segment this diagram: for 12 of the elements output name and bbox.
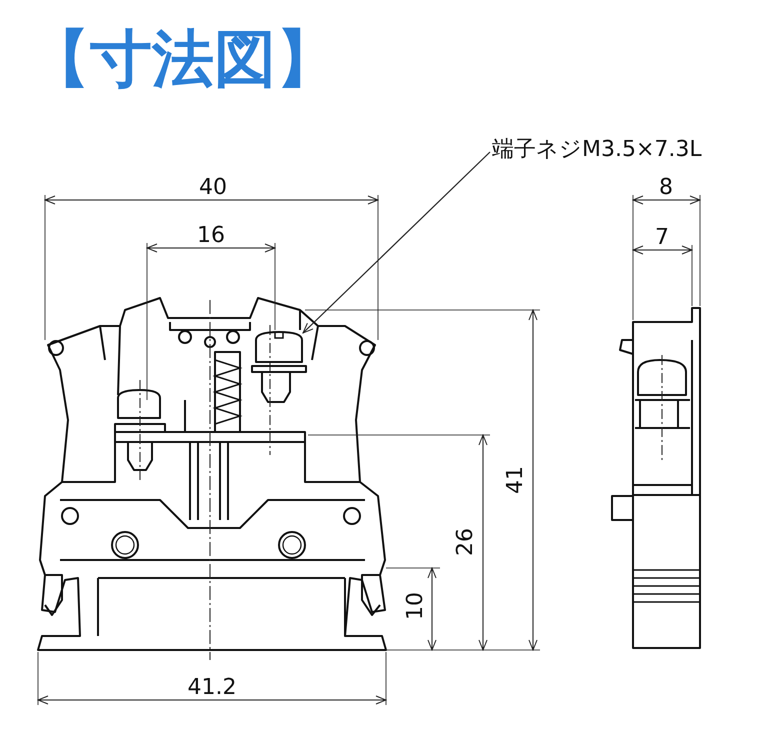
callout-text: 端子ネジM3.5×7.3L xyxy=(492,139,702,161)
dimension-value: 41.2 xyxy=(188,677,236,699)
screw-head xyxy=(251,331,307,373)
dimension-value: 41 xyxy=(505,466,527,494)
dimension-value: 26 xyxy=(455,528,477,556)
title: 【寸法図】 xyxy=(28,28,338,90)
dimension-value: 8 xyxy=(659,177,673,199)
leader-line xyxy=(302,152,490,334)
dimension-value: 16 xyxy=(197,225,225,247)
dimension-value: 40 xyxy=(199,177,227,199)
dimension-value: 7 xyxy=(655,227,669,249)
dimension-value: 10 xyxy=(405,592,427,620)
